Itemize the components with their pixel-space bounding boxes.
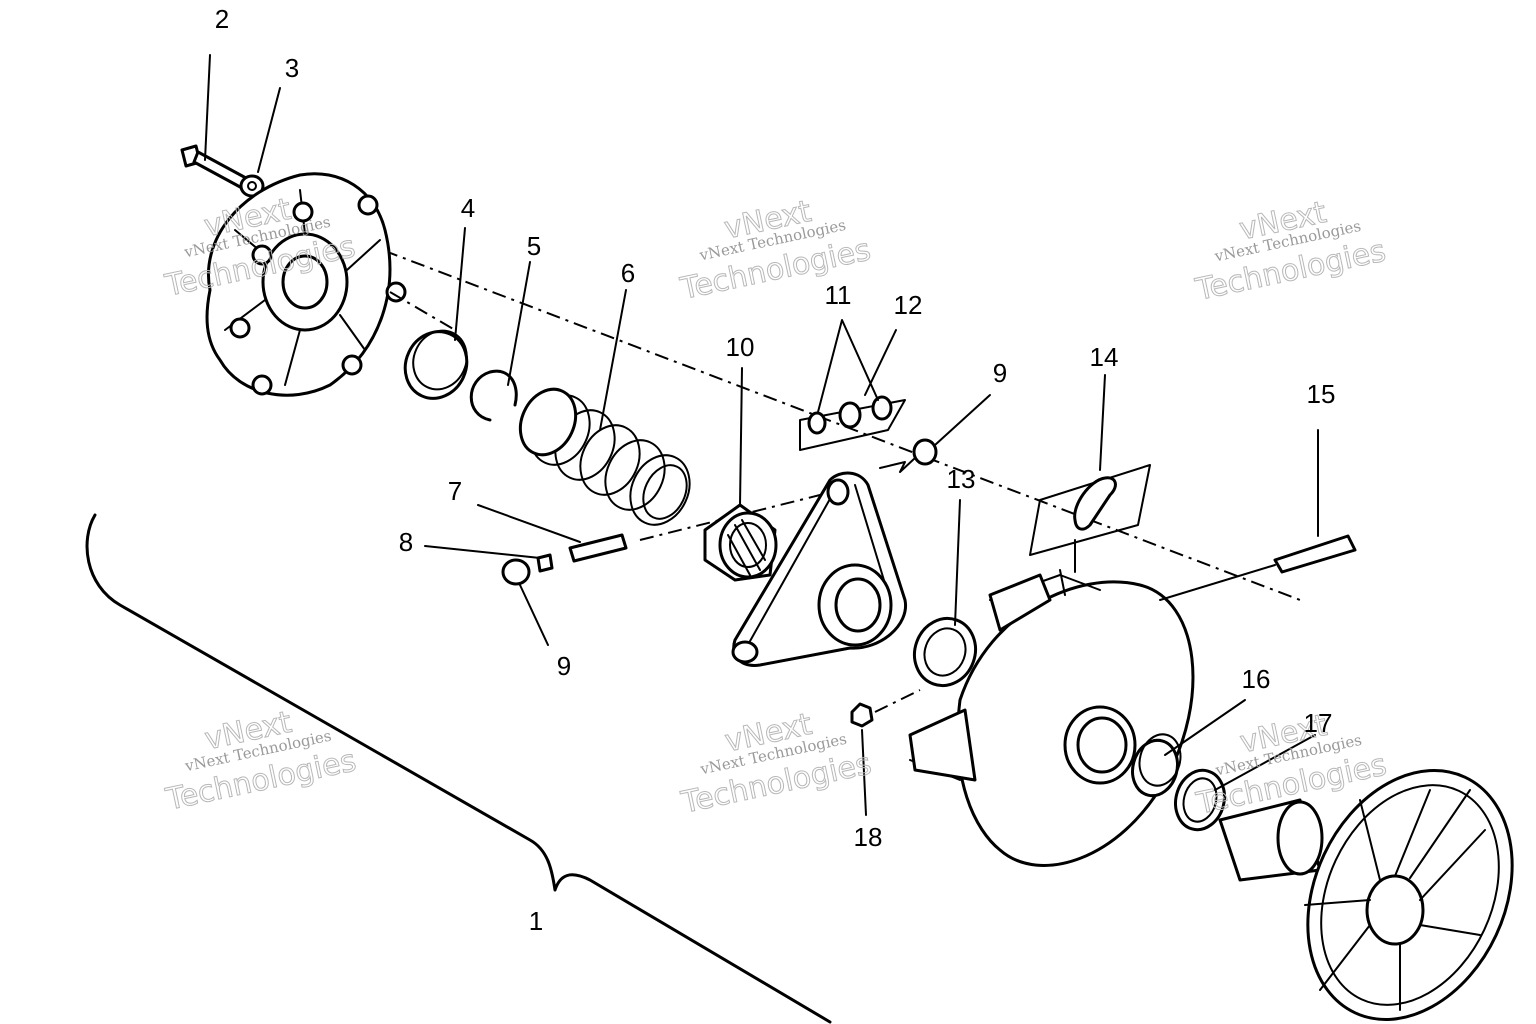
callout-5: 5 (527, 231, 541, 261)
snap-ring-part (469, 369, 518, 422)
callout-1: 1 (529, 906, 543, 936)
roller-part-lower (501, 558, 531, 586)
clutch-cover-part (205, 172, 456, 397)
callout-9-upper: 9 (993, 358, 1007, 388)
callout-18: 18 (854, 822, 883, 852)
bushing-ring-part (403, 329, 469, 400)
callout-15: 15 (1307, 379, 1336, 409)
shaft-pin-part (1273, 534, 1357, 574)
callout-8: 8 (399, 527, 413, 557)
callout-13: 13 (947, 464, 976, 494)
pin-part (568, 533, 628, 563)
callout-12: 12 (894, 290, 923, 320)
fixed-sheave-part (1218, 769, 1514, 1021)
roller-part-upper (879, 438, 938, 473)
callout-6: 6 (621, 258, 635, 288)
watermark-group: vNext vNext Technologies Technologies (162, 704, 360, 818)
callout-3: 3 (285, 53, 299, 83)
spring-part (518, 387, 691, 526)
spacer-ring-part (913, 616, 977, 688)
ramp-part (1029, 464, 1151, 573)
small-pin-part (536, 553, 554, 573)
callout-16: 16 (1242, 664, 1271, 694)
watermark-group: vNext vNext Technologies Technologies (1192, 194, 1390, 308)
callout-9-lower: 9 (557, 651, 571, 681)
callout-7: 7 (448, 476, 462, 506)
nut-part (850, 689, 921, 728)
pin-axis-line (639, 489, 841, 541)
callout-10: 10 (726, 332, 755, 362)
assembly-bracket (85, 513, 832, 1024)
thrust-washer-part (1174, 768, 1226, 832)
spider-arm-part (731, 471, 907, 667)
weight-washer-set (799, 395, 906, 451)
watermark-group: vNext vNext Technologies Technologies (677, 706, 875, 821)
callout-14: 14 (1090, 342, 1119, 372)
leader-lines (204, 54, 1319, 816)
bolt-part (180, 144, 248, 190)
callout-11: 11 (825, 280, 852, 310)
callout-17: 17 (1304, 708, 1333, 738)
watermark-group: vNext vNext Technologies Technologies (1192, 707, 1390, 822)
callout-labels: 1 2 3 4 5 6 7 8 9 9 10 11 12 13 14 15 16… (215, 4, 1336, 936)
callout-4: 4 (461, 193, 475, 223)
moveable-sheave-part (908, 569, 1195, 867)
roller-cage-part (703, 503, 778, 582)
callout-2: 2 (215, 4, 229, 34)
